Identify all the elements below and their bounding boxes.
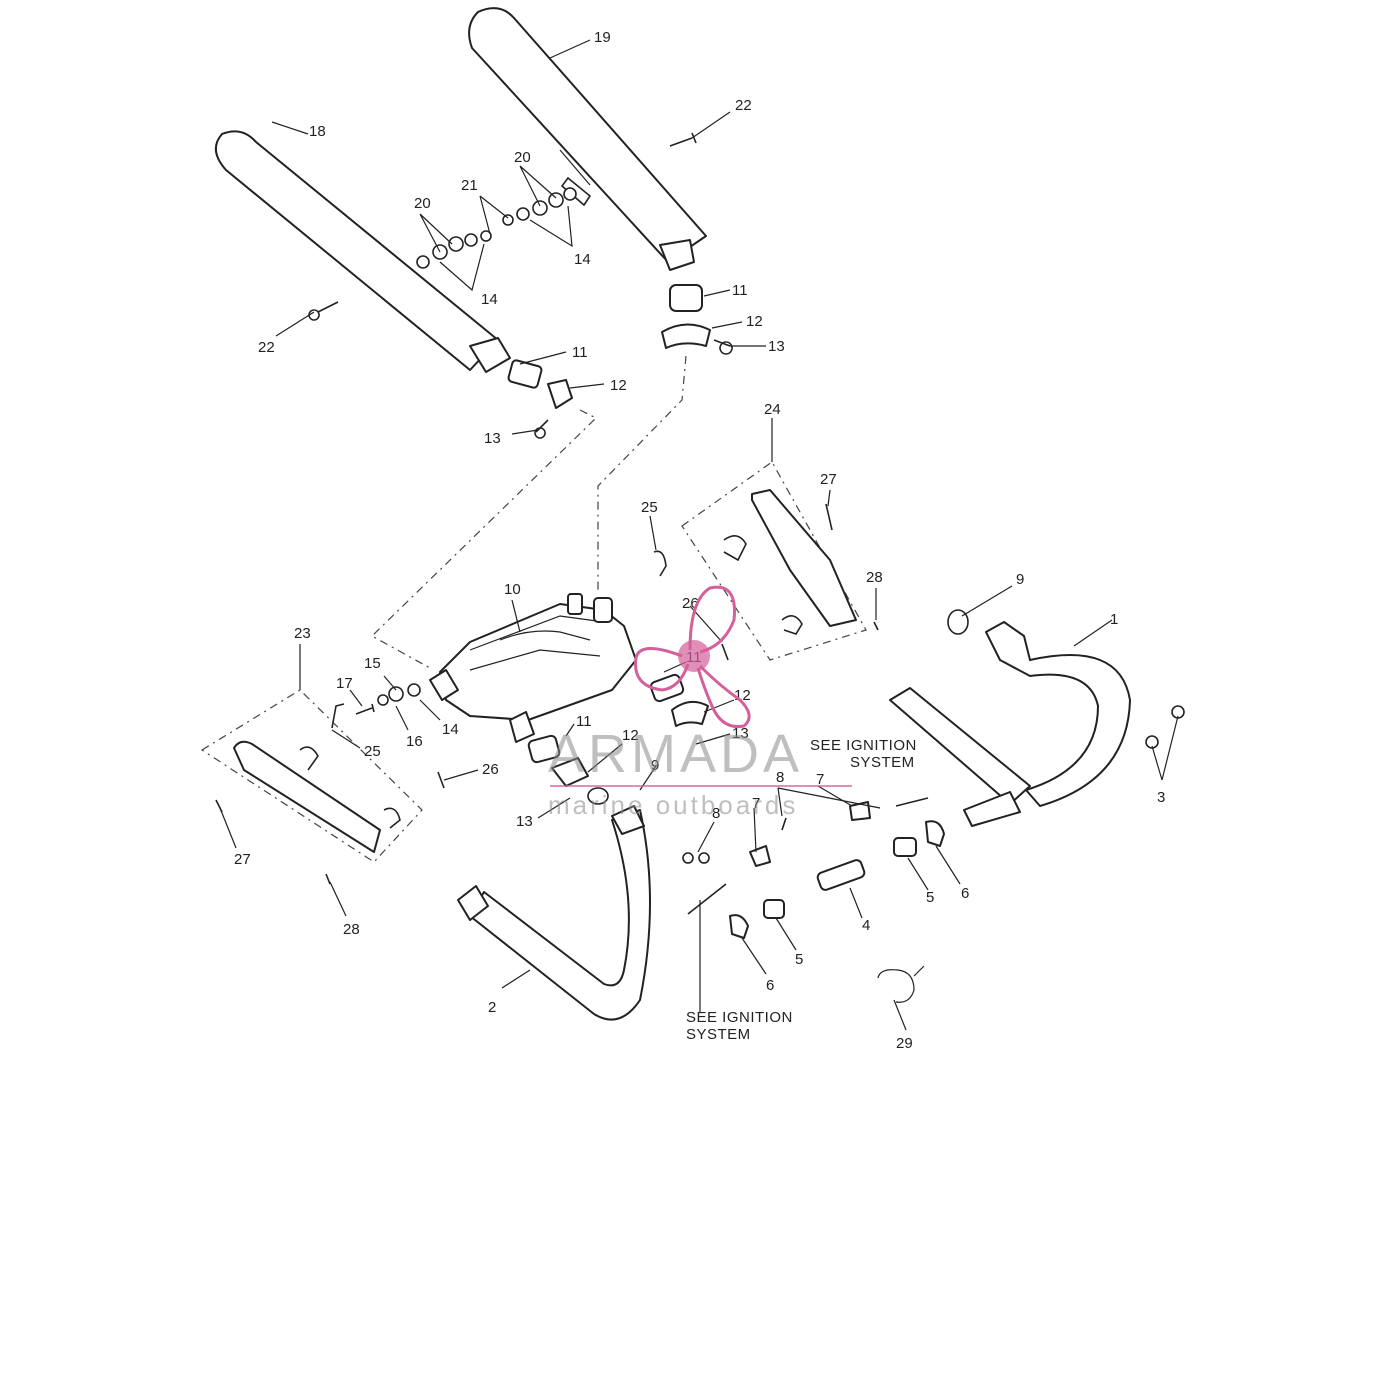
washer-set-left: [416, 230, 492, 269]
callout-16: 16: [406, 733, 423, 750]
callout-12-mid: 12: [622, 727, 639, 744]
callout-26-left: 26: [482, 761, 499, 778]
callout-10: 10: [504, 581, 521, 598]
washer-set-right: [502, 187, 577, 226]
exhaust-pipe-2: [457, 787, 651, 1021]
ignition-note-bottom: SEE IGNITION SYSTEM: [686, 1009, 793, 1043]
callout-25-top: 25: [641, 499, 658, 516]
watermark-tagline: marine outboards: [548, 790, 798, 820]
callout-17: 17: [336, 675, 353, 692]
callout-2: 2: [488, 999, 496, 1016]
clamp-12-right: [671, 700, 709, 727]
callout-20-left: 20: [414, 195, 431, 212]
callout-6-left: 6: [766, 977, 774, 994]
ignition-note-top: SEE IGNITION SYSTEM: [810, 737, 917, 771]
callout-13-upper-left: 13: [484, 430, 501, 447]
callout-5-right: 5: [926, 889, 934, 906]
callout-22-right: 22: [735, 97, 752, 114]
callout-11-top: 11: [732, 282, 748, 299]
callout-14-upper-left: 14: [481, 291, 498, 308]
armada-watermark: ARMADA marine outboards: [548, 585, 852, 820]
callout-22-left: 22: [258, 339, 275, 356]
watermark-brand: ARMADA: [548, 724, 803, 784]
callout-3: 3: [1157, 789, 1165, 806]
callout-27-top: 27: [820, 471, 837, 488]
callout-8-left: 8: [712, 805, 720, 822]
callout-4: 4: [862, 917, 870, 934]
propeller-logo-icon: [634, 585, 751, 729]
callout-21: 21: [461, 177, 478, 194]
callout-29: 29: [896, 1035, 913, 1052]
muffler-18: [215, 130, 573, 439]
callout-13-top: 13: [768, 338, 785, 355]
callout-23: 23: [294, 625, 311, 642]
propeller-blade-bottom: [696, 664, 751, 729]
clamp-12-mid: [551, 757, 589, 787]
callout-27-left: 27: [234, 851, 251, 868]
callout-13-mid: 13: [516, 813, 533, 830]
sleeve-11-mid: [527, 734, 561, 764]
exhaust-collector-10: [429, 593, 637, 743]
nuts-3: [1145, 705, 1185, 749]
callout-9-mid: 9: [651, 757, 659, 774]
callout-8-right: 8: [776, 769, 784, 786]
callout-12-upper-left: 12: [610, 377, 627, 394]
propeller-blade-top: [688, 585, 736, 654]
bolt-22-left: [308, 301, 339, 321]
propeller-blade-left: [634, 647, 690, 692]
callout-15: 15: [364, 655, 381, 672]
callout-20-right: 20: [514, 149, 531, 166]
hardware-14-17: [331, 683, 421, 729]
heat-shield-24: [653, 461, 879, 661]
callout-7-right: 7: [816, 771, 824, 788]
small-parts-4-8: [682, 797, 945, 1003]
callout-12-top: 12: [746, 313, 763, 330]
ignition-note-top-line1: SEE IGNITION: [810, 737, 917, 754]
ignition-note-bottom-line1: SEE IGNITION: [686, 1009, 793, 1026]
callout-labels: 1 2 3 4 5 5 6 6 7 7 8 8 9 9 10 11 11 11 …: [234, 29, 1165, 1052]
muffler-19: [468, 7, 733, 355]
callout-11-mid: 11: [576, 713, 592, 730]
callout-13-right: 13: [732, 725, 749, 742]
callout-24: 24: [764, 401, 781, 418]
callout-5-left: 5: [795, 951, 803, 968]
centerline-left: [371, 409, 598, 669]
exhaust-pipe-1: [889, 609, 1131, 827]
callout-28-top: 28: [866, 569, 883, 586]
bolt-22-right: [669, 132, 697, 147]
callout-14-upper-right: 14: [574, 251, 591, 268]
callout-6-right: 6: [961, 885, 969, 902]
callout-19: 19: [594, 29, 611, 46]
callout-1: 1: [1110, 611, 1118, 628]
callout-11-upper-left: 11: [572, 344, 588, 361]
propeller-hub: [678, 640, 710, 672]
callout-14-collector: 14: [442, 721, 459, 738]
callout-18: 18: [309, 123, 326, 140]
centerline-right: [597, 355, 687, 592]
ignition-note-top-line2: SYSTEM: [850, 754, 915, 771]
callout-25-left: 25: [364, 743, 381, 760]
callout-7-left: 7: [752, 795, 760, 812]
callout-28-left: 28: [343, 921, 360, 938]
ignition-note-bottom-line2: SYSTEM: [686, 1026, 751, 1043]
leader-lines: [219, 39, 1179, 1031]
callout-9-right: 9: [1016, 571, 1024, 588]
